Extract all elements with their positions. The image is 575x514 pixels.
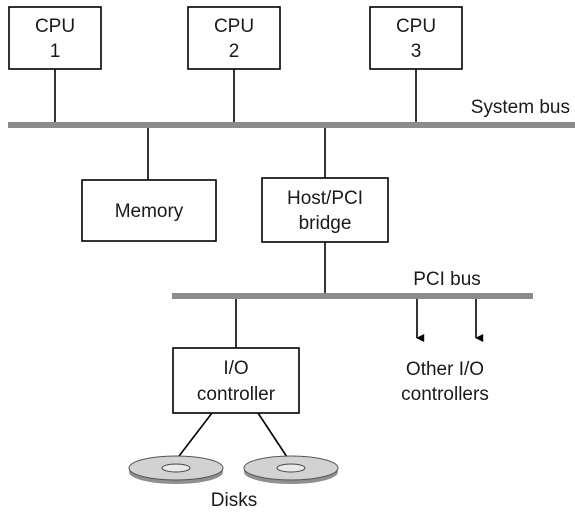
cpu-2-number: 2 xyxy=(229,41,240,62)
cpu-1-number: 1 xyxy=(50,41,61,62)
system-bus-label: System bus xyxy=(471,97,570,118)
cpu-1: CPU 1 xyxy=(8,6,102,70)
disk-2-connector xyxy=(257,412,290,461)
memory-label: Memory xyxy=(115,201,184,222)
cpu-1-label: CPU xyxy=(35,16,75,37)
disks-label: Disks xyxy=(211,490,257,511)
io-controller: I/O controller xyxy=(172,347,300,414)
cpu-2: CPU 2 xyxy=(187,6,281,70)
cpu-3-label: CPU xyxy=(396,16,436,37)
cpu-3: CPU 3 xyxy=(369,6,463,70)
memory-box xyxy=(81,179,217,242)
system-bus xyxy=(8,122,575,128)
disk-2-icon xyxy=(243,455,339,484)
cpu-2-label: CPU xyxy=(214,16,254,37)
io-controller-label-line2: controller xyxy=(197,384,276,405)
bridge-label-line1: Host/PCI xyxy=(287,188,363,209)
host-pci-bridge: Host/PCI bridge xyxy=(261,177,389,243)
cpu-3-box xyxy=(369,6,463,70)
pci-bus-label: PCI bus xyxy=(413,269,481,290)
other-io-label-line2: controllers xyxy=(401,384,489,405)
bridge-label-line2: bridge xyxy=(299,213,352,234)
other-io-label-line1: Other I/O xyxy=(406,359,484,380)
host-pci-bridge-box xyxy=(261,177,389,243)
disk-1-icon xyxy=(128,455,224,484)
pci-bus xyxy=(172,293,533,299)
cpu-3-number: 3 xyxy=(411,41,422,62)
memory: Memory xyxy=(81,179,217,242)
io-controller-box xyxy=(172,347,300,414)
cpu-2-box xyxy=(187,6,281,70)
cpu-1-box xyxy=(8,6,102,70)
io-controller-label-line1: I/O xyxy=(223,358,248,379)
disk-1-connector xyxy=(175,412,213,461)
